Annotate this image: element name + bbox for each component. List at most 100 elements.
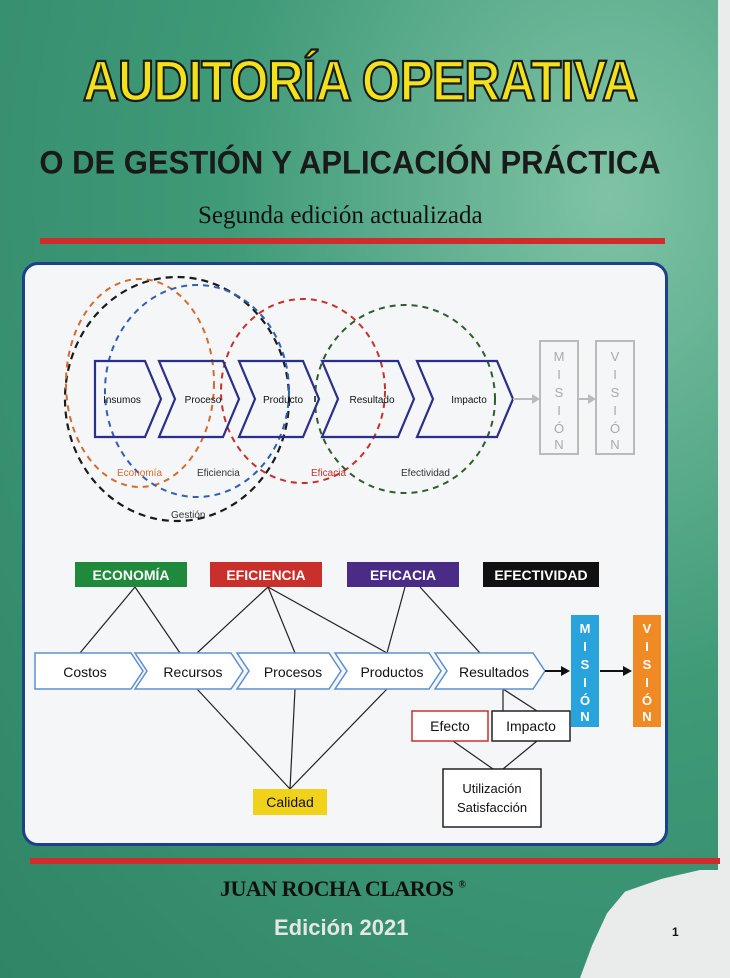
arrowhead-mision xyxy=(532,394,540,404)
calidad-box xyxy=(253,789,327,815)
top-mision-box xyxy=(539,340,579,455)
bottom-step-label: Resultados xyxy=(459,664,529,680)
top-step-label: Producto xyxy=(263,395,303,406)
top-mision-letter: I xyxy=(557,403,561,418)
top-step-label: Resultado xyxy=(349,395,394,406)
bottom-vision-letters: V I S I Ó N xyxy=(642,621,652,724)
author-text: JUAN ROCHA CLAROS xyxy=(220,876,454,901)
bottom-mision-letter: M xyxy=(580,621,591,636)
top-vision-letter: V xyxy=(611,349,620,364)
top-mision-letter: M xyxy=(554,349,565,364)
efecto-label: Efecto xyxy=(430,718,470,734)
circle-economia xyxy=(65,278,215,488)
author-name: JUAN ROCHA CLAROS ® xyxy=(220,876,466,902)
bottom-vision-letter: I xyxy=(645,675,649,690)
bottom-mision-letter: N xyxy=(580,709,589,724)
top-vision-letter: I xyxy=(613,367,617,382)
top-step-chevron xyxy=(93,359,163,439)
label-gestion: Gestión xyxy=(171,510,205,521)
header-box xyxy=(483,562,599,587)
top-step-chevron xyxy=(157,359,241,439)
calidad-label: Calidad xyxy=(266,794,313,810)
bottom-steps: Costos Recursos Procesos Productos Resultado… xyxy=(34,652,546,690)
impacto-label: Impacto xyxy=(506,718,556,734)
edition-year: Edición 2021 xyxy=(274,915,409,940)
bottom-step-chevron xyxy=(133,652,244,690)
top-step-label: Proceso xyxy=(185,395,222,406)
bottom-vision-letter: S xyxy=(643,657,652,672)
arrowhead-mision xyxy=(561,666,570,676)
bottom-mision-letter: I xyxy=(583,639,587,654)
top-vision-box xyxy=(595,340,635,455)
bottom-connectors xyxy=(79,586,538,790)
label-eficacia: Eficacia xyxy=(311,468,346,479)
page-number: 1 xyxy=(672,925,679,939)
bottom-step-chevron xyxy=(34,652,144,690)
top-circles xyxy=(63,275,496,523)
top-vision-letter: I xyxy=(613,403,617,418)
circle-efectividad xyxy=(314,304,496,494)
top-arrows: M I S I Ó N V I S I Ó N xyxy=(513,340,635,455)
bottom-mision-box xyxy=(571,615,599,727)
bottom-headers: ECONOMÍA EFICIENCIA EFICACIA EFECTIVIDAD xyxy=(75,562,599,587)
bottom-mision-letter: S xyxy=(581,657,590,672)
bottom-step-label: Productos xyxy=(360,664,423,680)
top-step-chevron xyxy=(415,359,515,439)
header-box xyxy=(75,562,187,587)
label-eficiencia: Eficiencia xyxy=(197,468,240,479)
registered-mark: ® xyxy=(458,879,466,891)
top-step-chevron xyxy=(237,359,321,439)
bottom-arrows xyxy=(545,666,632,676)
bottom-vision-letter: N xyxy=(642,709,651,724)
header-box xyxy=(347,562,459,587)
top-mision-letter: Ó xyxy=(554,421,564,436)
bottom-step-chevron xyxy=(333,652,442,690)
arrowhead-vision xyxy=(588,394,596,404)
label-efectividad: Efectividad xyxy=(401,468,450,479)
edition-note: Segunda edición actualizada xyxy=(198,202,483,229)
top-step-chevron xyxy=(320,359,416,439)
bottom-red-divider xyxy=(30,858,720,864)
top-step-label: Impacto xyxy=(451,395,487,406)
bottom-step-chevron xyxy=(433,652,546,690)
header-label: EFICIENCIA xyxy=(226,567,305,583)
top-step-label: Insumos xyxy=(103,395,141,406)
label-economia: Economía xyxy=(117,468,162,479)
utilizacion-label: Utilización xyxy=(462,781,521,796)
top-vision-letter: S xyxy=(611,385,620,400)
header-label: EFICACIA xyxy=(370,567,436,583)
top-mision-letter: I xyxy=(557,367,561,382)
bottom-vision-letter: V xyxy=(643,621,652,636)
top-mision-letter: S xyxy=(555,385,564,400)
header-box xyxy=(210,562,322,587)
bottom-vision-letter: Ó xyxy=(642,693,652,708)
top-steps: Insumos Proceso Producto Resultado Impacto xyxy=(93,359,515,439)
arrowhead-vision xyxy=(623,666,632,676)
bottom-step-label: Procesos xyxy=(264,664,322,680)
efecto-box xyxy=(411,710,489,742)
top-mision-letter: N xyxy=(554,437,563,452)
bottom-step-chevron xyxy=(235,652,342,690)
book-title: AUDITORÍA OPERATIVA xyxy=(82,48,639,115)
circle-eficacia xyxy=(220,298,386,484)
circle-gestion xyxy=(63,275,291,523)
top-vision-letter: N xyxy=(610,437,619,452)
impacto-box xyxy=(491,710,571,742)
header-label: ECONOMÍA xyxy=(93,567,170,583)
bottom-mision-letter: Ó xyxy=(580,693,590,708)
bottom-step-label: Recursos xyxy=(163,664,222,680)
utilizacion-box xyxy=(442,768,542,828)
top-red-divider xyxy=(40,238,665,244)
top-circle-labels: Economía Eficiencia Eficacia Efectividad… xyxy=(117,468,450,521)
book-subtitle: O DE GESTIÓN Y APLICACIÓN PRÁCTICA xyxy=(39,144,661,181)
bottom-vision-box xyxy=(633,615,661,727)
bottom-step-label: Costos xyxy=(63,664,107,680)
top-vision-letter: Ó xyxy=(610,421,620,436)
header-label: EFECTIVIDAD xyxy=(494,567,587,583)
satisfaccion-label: Satisfacción xyxy=(457,800,527,815)
bottom-mision-letters: M I S I Ó N xyxy=(580,621,591,724)
bottom-mision-letter: I xyxy=(583,675,587,690)
bottom-vision-letter: I xyxy=(645,639,649,654)
